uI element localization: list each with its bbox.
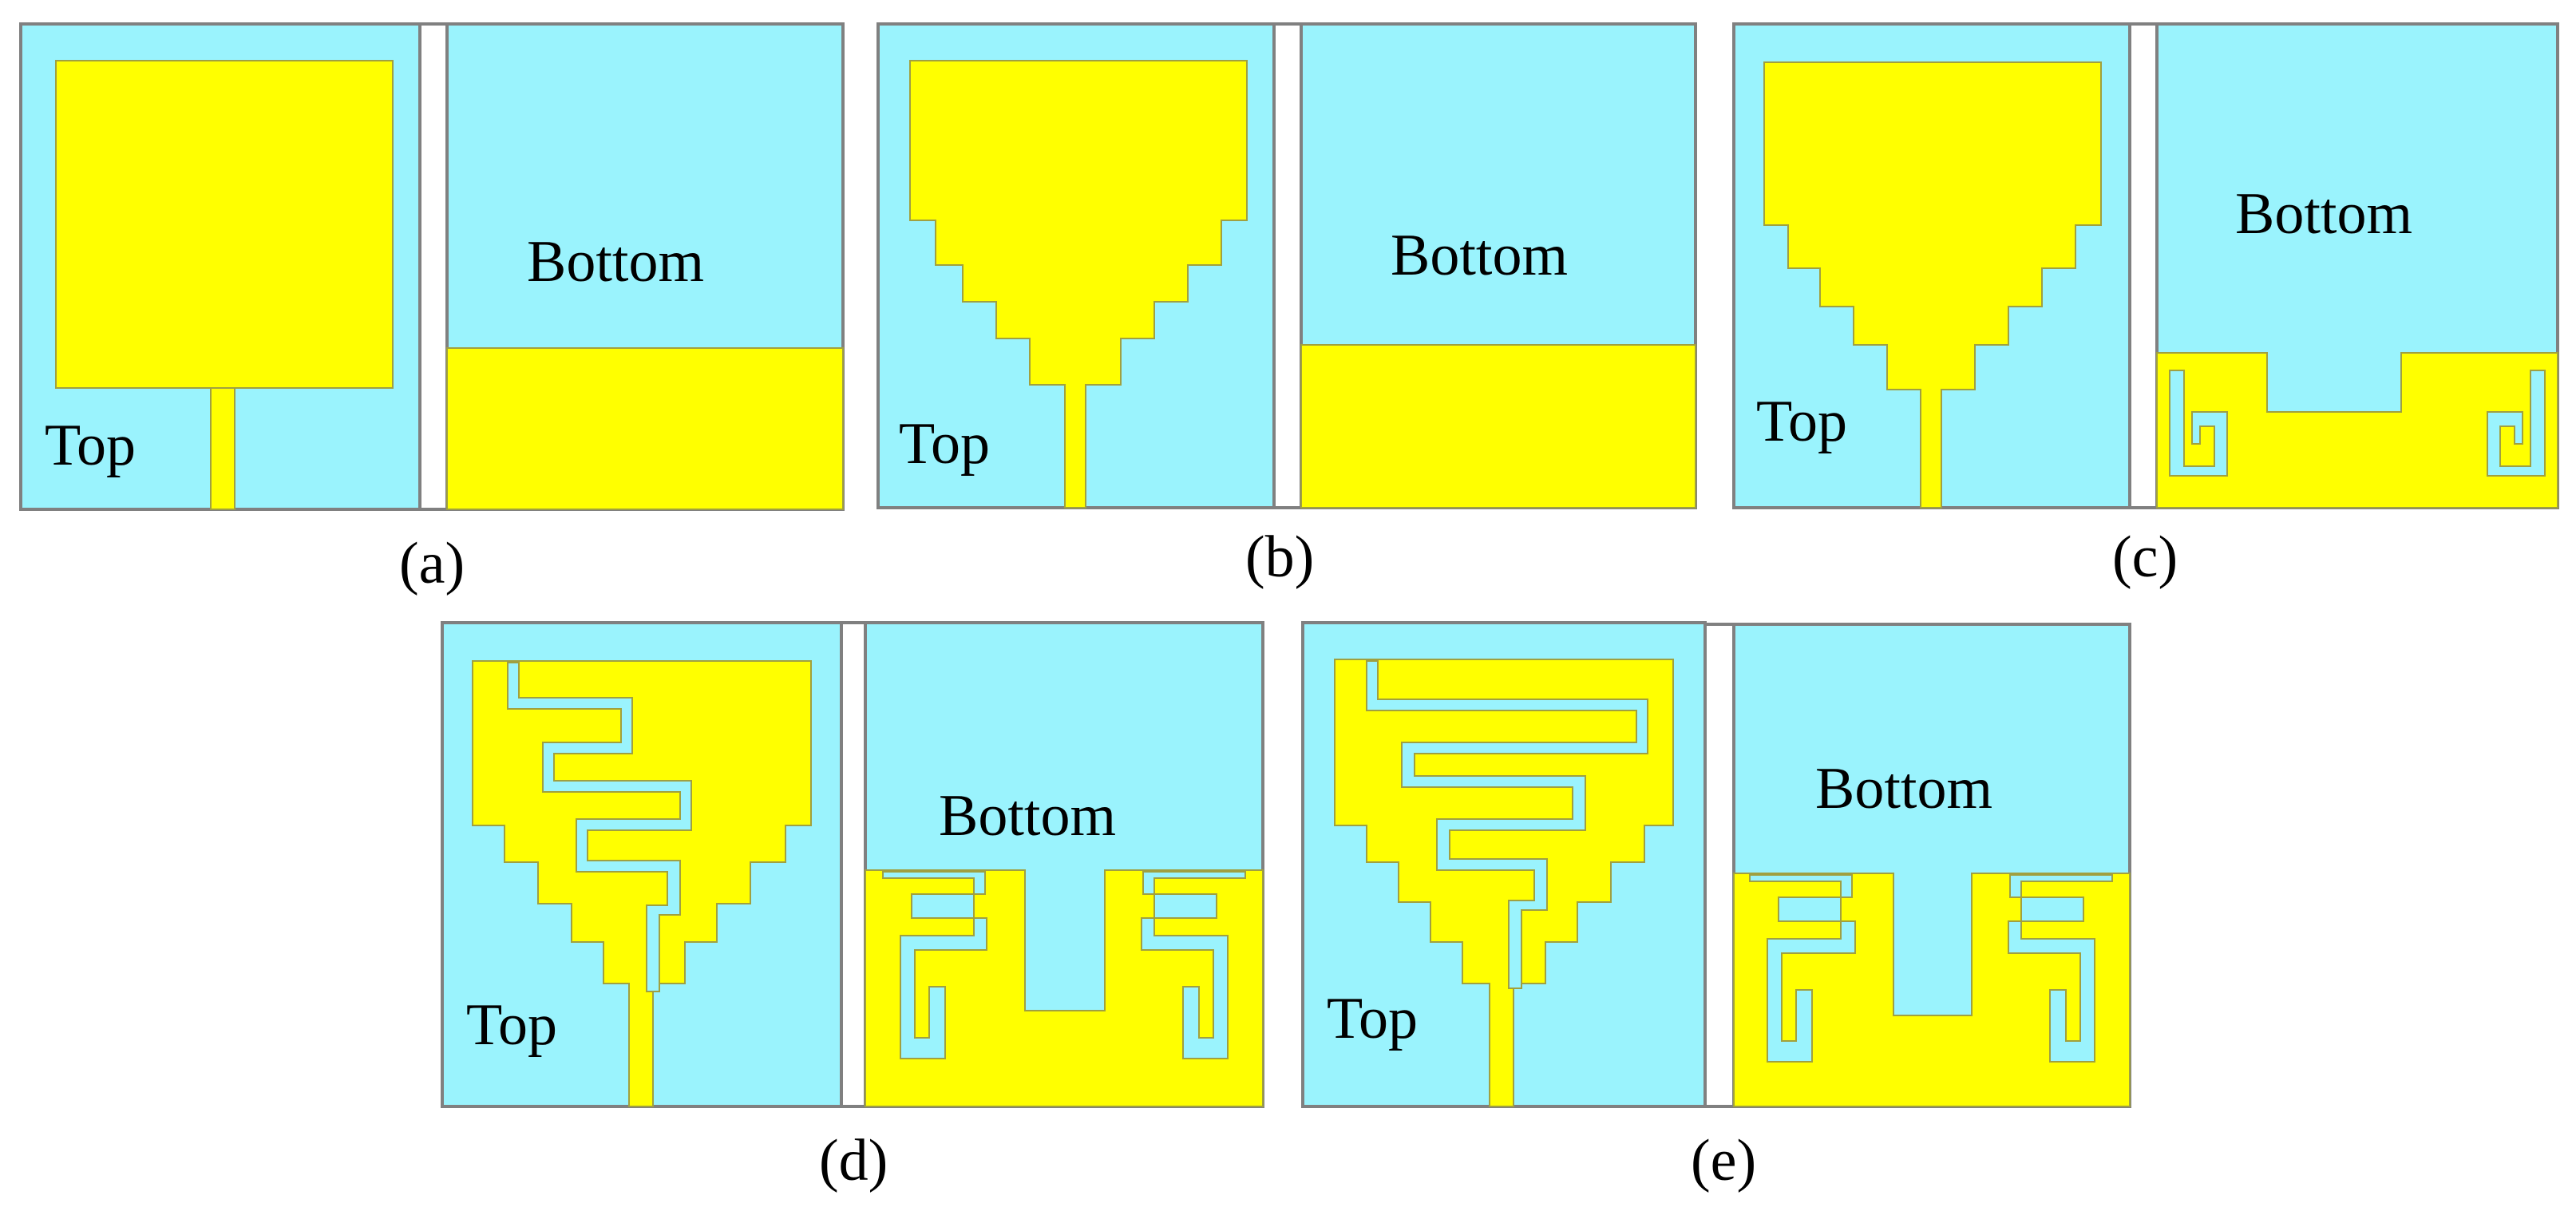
bottom-label: Bottom	[1391, 223, 1568, 288]
split-ring-slot-upper-right	[2008, 874, 2113, 1063]
panel-a-bottom-view: Bottom	[445, 22, 845, 511]
ground-plane	[1300, 344, 1696, 509]
bottom-label: Bottom	[939, 783, 1116, 849]
split-ring-slot-right	[2487, 370, 2546, 477]
caption-e: (e)	[1691, 1128, 1756, 1193]
caption-a: (a)	[399, 531, 465, 596]
separator	[418, 22, 449, 511]
panel-d-top-view: Top	[441, 621, 843, 1108]
stepped-meander-patch	[1334, 659, 1674, 1107]
top-label: Top	[1327, 986, 1418, 1051]
panel-b-top-view: Top	[876, 22, 1276, 509]
split-ring-slot-upper-left	[1749, 874, 1856, 1063]
stepped-patch	[909, 60, 1248, 509]
bottom-label: Bottom	[1815, 756, 1992, 821]
panel-d-bottom-view: Bottom	[864, 621, 1264, 1108]
top-label: Top	[466, 992, 557, 1058]
panel-a: Top Bottom (a)	[19, 22, 845, 596]
stepped-meander-patch	[472, 660, 812, 1107]
separator	[840, 621, 867, 1108]
split-ring-slot-left	[2169, 370, 2228, 477]
notched-ground-plane	[1733, 873, 2131, 1107]
panel-c-top-view: Top	[1732, 22, 2131, 509]
stepped-patch	[1763, 61, 2102, 509]
panel-b: Top Bottom (b)	[876, 22, 1697, 590]
meander-slot-long	[1366, 660, 1648, 989]
panel-c: Top Bottom (c)	[1732, 22, 2559, 590]
notched-ground-plane	[865, 869, 1264, 1107]
ground-plane	[446, 347, 844, 510]
meander-slot	[507, 662, 692, 992]
top-label: Top	[45, 413, 136, 478]
bottom-label: Bottom	[527, 229, 704, 295]
panel-e-bottom-view: Bottom	[1732, 623, 2131, 1108]
top-label: Top	[899, 411, 990, 477]
panel-e-top-view: Top	[1301, 621, 1707, 1108]
panel-b-bottom-view: Bottom	[1300, 22, 1697, 509]
panel-c-bottom-view: Bottom	[2155, 22, 2559, 509]
feed-line	[210, 387, 235, 510]
split-ring-slot-upper-left	[882, 871, 987, 1059]
panel-d: Top Bottom (d)	[441, 621, 1264, 1193]
panel-e: Top Bottom (e)	[1301, 621, 2131, 1193]
rectangular-patch	[55, 60, 394, 389]
separator	[1272, 22, 1303, 509]
bottom-label: Bottom	[2235, 181, 2412, 247]
caption-c: (c)	[2112, 524, 2178, 590]
caption-d: (d)	[819, 1128, 888, 1193]
panel-a-top-view: Top	[19, 22, 421, 511]
caption-b: (b)	[1245, 524, 1314, 590]
separator	[2128, 22, 2159, 509]
split-ring-slot-upper-right	[1141, 871, 1246, 1059]
notched-ground-plane	[2156, 352, 2558, 509]
separator	[1703, 623, 1735, 1108]
top-label: Top	[1756, 389, 1847, 454]
